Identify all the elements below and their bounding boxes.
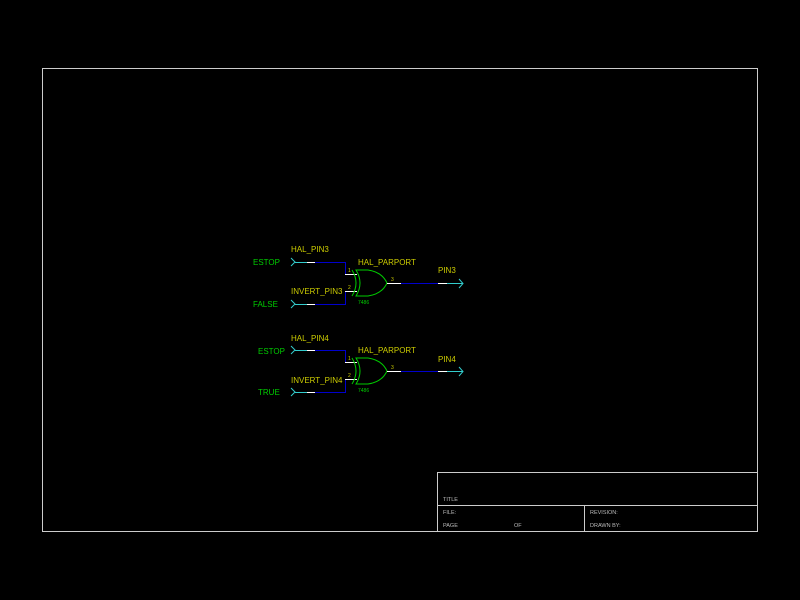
circuit-pin3: ESTOP HAL_PIN3 FALSE INVERT_PIN3 1 2 HAL… — [253, 245, 464, 309]
net-label-a: HAL_PIN4 — [291, 334, 329, 343]
output-label: PIN3 — [438, 266, 456, 275]
title-block-frame — [437, 472, 758, 532]
title-block: TITLE FILE: PAGE OF REVISION: DRAWN BY: — [437, 472, 758, 532]
output-port-icon[interactable] — [458, 278, 464, 289]
output-port-icon[interactable] — [458, 366, 464, 377]
input-port-icon[interactable] — [290, 345, 296, 355]
input-port-icon[interactable] — [290, 387, 296, 397]
input-port-icon[interactable] — [290, 257, 296, 267]
input-a-source: ESTOP — [253, 258, 280, 267]
pin-2-number: 2 — [348, 285, 351, 291]
wire-invert-pin3[interactable] — [315, 291, 346, 305]
circuit-pin4: ESTOP HAL_PIN4 TRUE INVERT_PIN4 1 2 HAL_… — [258, 334, 464, 397]
gate-part: 7486 — [358, 388, 369, 394]
input-a-source: ESTOP — [258, 347, 285, 356]
gate-part: 7486 — [358, 300, 369, 306]
xor-gate-body[interactable] — [355, 357, 388, 385]
input-b-source: FALSE — [253, 300, 278, 309]
drawn-by-label: DRAWN BY: — [590, 523, 621, 529]
xor-gate-icon[interactable] — [351, 357, 357, 385]
net-label-b: INVERT_PIN4 — [291, 376, 343, 385]
of-label: OF — [514, 523, 522, 529]
page-label: PAGE — [443, 523, 458, 529]
input-port-icon[interactable] — [290, 299, 296, 309]
xor-gate-icon[interactable] — [351, 269, 357, 297]
wire-invert-pin4[interactable] — [315, 379, 346, 393]
sheet-border — [42, 68, 758, 532]
gate-name: HAL_PARPORT — [358, 258, 416, 267]
pin-3-number: 3 — [391, 365, 394, 371]
gate-name: HAL_PARPORT — [358, 346, 416, 355]
pin-1-number: 1 — [348, 356, 351, 362]
file-label: FILE: — [443, 510, 457, 516]
revision-label: REVISION: — [590, 510, 618, 516]
pin-2-number: 2 — [348, 373, 351, 379]
xor-gate-body[interactable] — [355, 269, 388, 297]
pin-1-number: 1 — [348, 268, 351, 274]
net-label-a: HAL_PIN3 — [291, 245, 329, 254]
input-b-source: TRUE — [258, 388, 280, 397]
wire-hal-pin3[interactable] — [315, 262, 346, 275]
net-label-b: INVERT_PIN3 — [291, 287, 343, 296]
title-label: TITLE — [443, 497, 458, 503]
pin-3-number: 3 — [391, 277, 394, 283]
wire-hal-pin4[interactable] — [315, 350, 346, 363]
output-label: PIN4 — [438, 355, 456, 364]
